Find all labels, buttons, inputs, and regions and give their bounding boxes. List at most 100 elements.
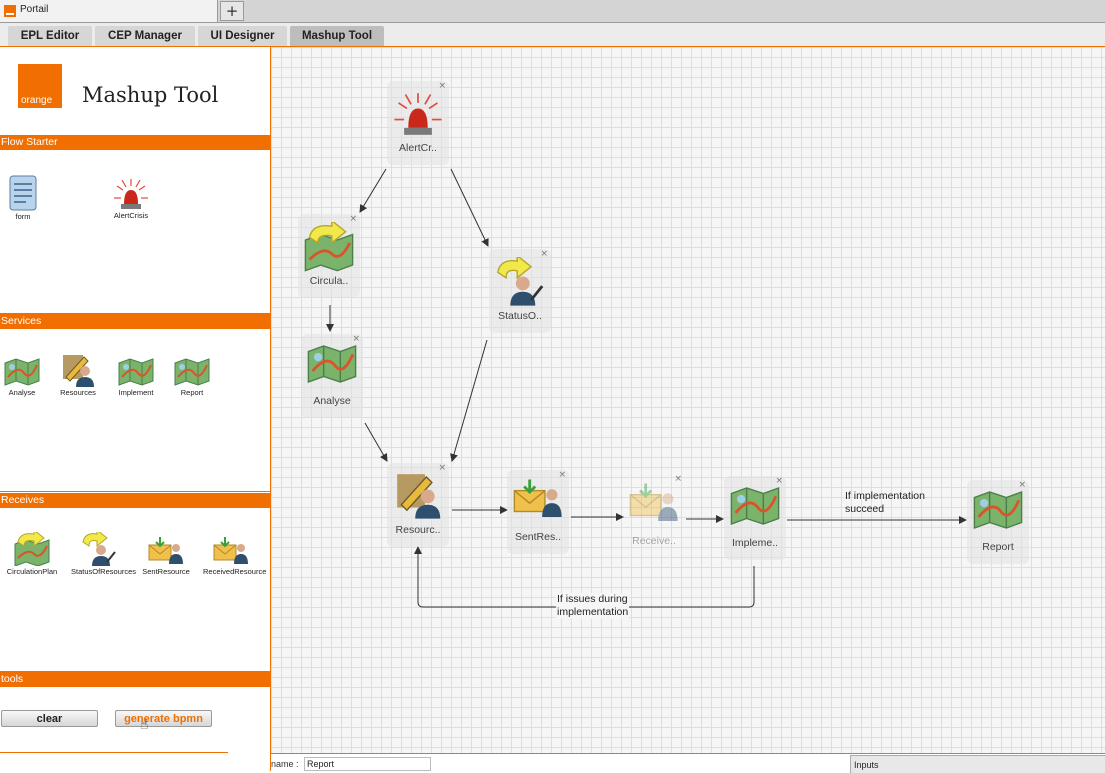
close-icon[interactable]: × [558,470,566,480]
browser-tab-bar: Portail + [0,0,1105,23]
palette-item-circulationplan[interactable]: CirculationPlan [4,532,60,576]
form-icon [9,175,37,211]
palette-label: SentResource [142,567,190,576]
person-arrow-icon [497,257,544,306]
close-icon[interactable]: × [1018,480,1026,490]
clear-button[interactable]: clear [1,710,98,727]
palette-item-form[interactable]: form [0,175,51,221]
section-header-flow-starter: Flow Starter [0,135,271,150]
palette-item-analyse[interactable]: Analyse [0,357,50,397]
palette-label: ReceivedResource [203,567,267,576]
alarm-light-icon [114,179,148,209]
flow-node-report[interactable]: × Report [967,480,1029,564]
page-title: Mashup Tool [82,83,219,107]
close-icon[interactable]: × [438,463,446,473]
flow-node-receive[interactable]: × Receive.. [623,474,685,558]
palette-label: StatusOfResources [71,567,137,576]
inputs-panel[interactable]: Inputs [850,755,1105,773]
map-arrow-icon [14,532,50,566]
palette-item-sentresource[interactable]: SentResource [138,536,194,576]
envelope-person-icon [513,479,562,518]
section-header-tools: tools [0,672,271,687]
person-pencil-icon [63,355,94,387]
palette-panel: orange Mashup Tool Flow Starter form [0,47,271,771]
flow-node-label: Resourc.. [395,524,441,536]
palette-label: Implement [118,388,154,397]
palette-item-report[interactable]: Report [164,357,220,397]
flow-canvas[interactable]: × AlertCr.. × Circula.. × [271,47,1105,753]
section-flow-starter: form AlertCrisis [0,150,270,314]
inputs-label: Inputs [854,760,879,770]
edge-analyse-resources [364,422,388,462]
flow-node-label: Impleme.. [731,537,779,549]
edge-status-resources [450,339,488,462]
edge-label-issues: If issues during implementation [556,593,630,619]
tab-ui-designer[interactable]: UI Designer [198,26,287,46]
flow-node-label: Report [982,541,1014,553]
palette-label: Report [180,388,204,397]
flow-node-label: Receive.. [632,535,676,547]
close-icon[interactable]: × [352,334,360,344]
person-pencil-icon [397,474,441,519]
palette-label: CirculationPlan [6,567,58,576]
palette-item-alertcrisis[interactable]: AlertCrisis [103,178,159,220]
palette-item-statusofresources[interactable]: StatusOfResources [71,532,137,576]
flow-node-alertcrisis[interactable]: × AlertCr.. [387,81,449,165]
name-input[interactable] [304,757,431,771]
browser-tab[interactable]: Portail [0,0,218,22]
edge-alert-circulation [359,168,387,213]
map-icon [307,344,357,384]
tab-mashup-tool[interactable]: Mashup Tool [290,26,384,46]
person-arrow-icon [82,532,116,566]
browser-tab-title: Portail [20,4,49,15]
tab-cep-manager[interactable]: CEP Manager [95,26,195,46]
new-tab-button[interactable]: + [220,1,244,21]
edge-alert-status [450,168,489,247]
orange-favicon-icon [4,5,16,17]
flow-node-resources[interactable]: × Resourc.. [387,463,449,547]
alarm-light-icon [394,93,442,135]
edge-label-line: If implementation [845,490,925,502]
close-icon[interactable]: × [674,474,682,484]
flow-node-label: StatusO.. [498,310,542,322]
close-icon[interactable]: × [349,214,357,224]
map-arrow-icon [304,222,354,272]
edge-label-line: succeed [845,503,885,515]
section-header-services: Services [0,314,271,329]
close-icon[interactable]: × [438,81,446,91]
map-icon [4,358,40,386]
section-receives: CirculationPlan StatusOfResources SentRe… [0,508,270,672]
close-icon[interactable]: × [775,476,783,486]
palette-item-receivedresource[interactable]: ReceivedResource [203,536,267,576]
palette-label: form [15,212,31,221]
section-services: Analyse Resources Implement [0,329,270,492]
edge-label-line: implementation [557,606,629,618]
flow-node-implement[interactable]: × Impleme.. [724,476,786,560]
palette-label: Resources [60,388,96,397]
palette-item-resources[interactable]: Resources [50,353,106,397]
palette-item-implement[interactable]: Implement [108,357,164,397]
section-header-receives: Receives [0,493,271,508]
flow-node-label: Circula.. [309,275,349,287]
map-icon [730,486,780,526]
flow-node-label: Analyse [313,395,351,407]
envelope-person-icon [213,537,248,564]
map-icon [973,490,1023,530]
flow-node-status[interactable]: × StatusO.. [489,249,551,333]
flow-node-label: AlertCr.. [399,142,437,154]
palette-label: Analyse [8,388,36,397]
map-icon [118,358,154,386]
close-icon[interactable]: × [540,249,548,259]
envelope-person-icon [148,537,183,564]
orange-logo: orange [18,64,62,108]
map-icon [174,358,210,386]
flow-node-sentres[interactable]: × SentRes.. [507,470,569,554]
app-tab-bar: EPL Editor CEP Manager UI Designer Mashu… [0,23,1105,48]
palette-label: AlertCrisis [113,211,149,220]
hand-cursor-icon: ☝ [140,717,149,733]
flow-node-analyse[interactable]: × Analyse [301,334,363,418]
flow-node-circulation[interactable]: × Circula.. [298,214,360,298]
tab-epl-editor[interactable]: EPL Editor [8,26,92,46]
divider [0,752,228,753]
generate-bpmn-button[interactable]: generate bpmn [115,710,212,727]
